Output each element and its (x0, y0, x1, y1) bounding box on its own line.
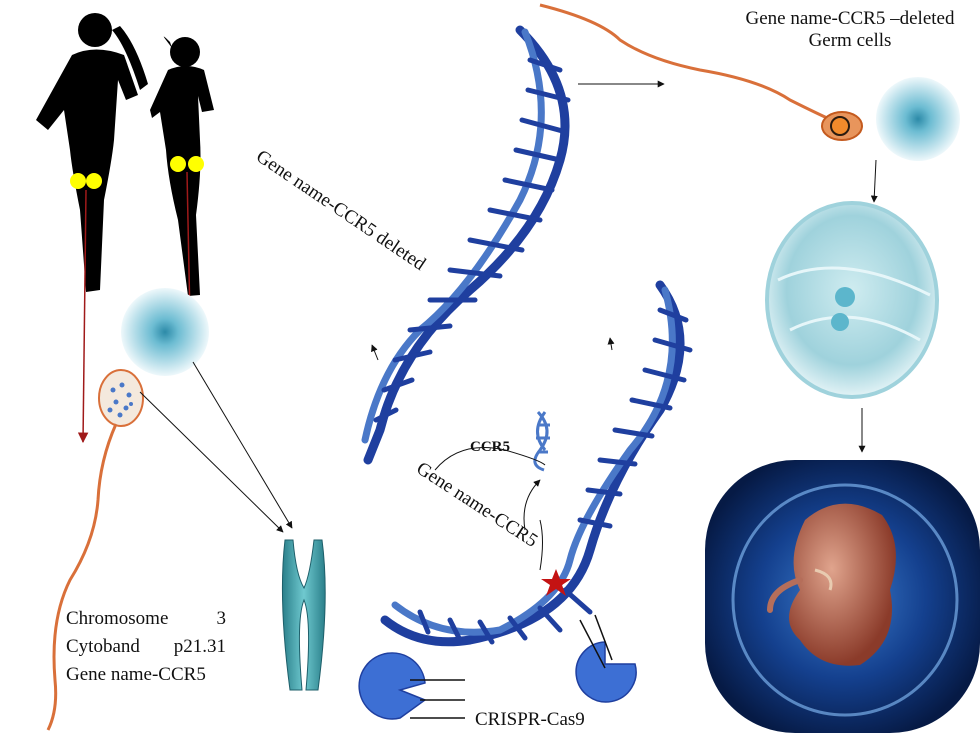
cas9-protein-right (575, 614, 637, 703)
cut-site-star (541, 569, 571, 596)
male-red-arrow (77, 189, 89, 444)
ccr5-label: CCR5 (470, 439, 510, 455)
germ-cell-label-line2: Germ cells (808, 30, 892, 51)
gonad-dots (70, 156, 204, 189)
ccr5-small-dna (533, 410, 550, 472)
fetus-in-womb (705, 460, 980, 733)
sperm-left (46, 369, 144, 731)
egg-cell-left (121, 288, 209, 376)
chromosome-icon (281, 539, 326, 691)
cytoband-value: p21.31 (173, 636, 226, 657)
cas9-protein-left (358, 652, 465, 720)
woman-silhouette (150, 36, 214, 296)
germ-cell-label-line1: Gene name-CCR5 –deleted (745, 8, 955, 29)
gene-info-block: Chromosome 3 Cytoband p21.31 Gene name-C… (66, 608, 226, 686)
female-red-arrow (184, 171, 196, 322)
dna-helix-lower (380, 280, 693, 647)
cytoband-row: Cytoband p21.31 (66, 636, 226, 658)
chromosome-label: Chromosome (66, 608, 169, 629)
gene-name-text: Gene name-CCR5 (66, 664, 206, 685)
cytoband-label: Cytoband (66, 636, 140, 657)
chromosome-value: 3 (216, 608, 227, 629)
dna-helix-upper (361, 25, 571, 465)
chromosome-row: Chromosome 3 (66, 608, 226, 630)
man-silhouette (36, 13, 148, 292)
sperm-top-right (539, 3, 863, 141)
egg-cell-right (876, 77, 960, 161)
germ-cell-label: Gene name-CCR5 –deleted Germ cells (722, 8, 978, 52)
embryo-two-cell (765, 201, 939, 399)
crispr-label: CRISPR-Cas9 (475, 709, 585, 730)
